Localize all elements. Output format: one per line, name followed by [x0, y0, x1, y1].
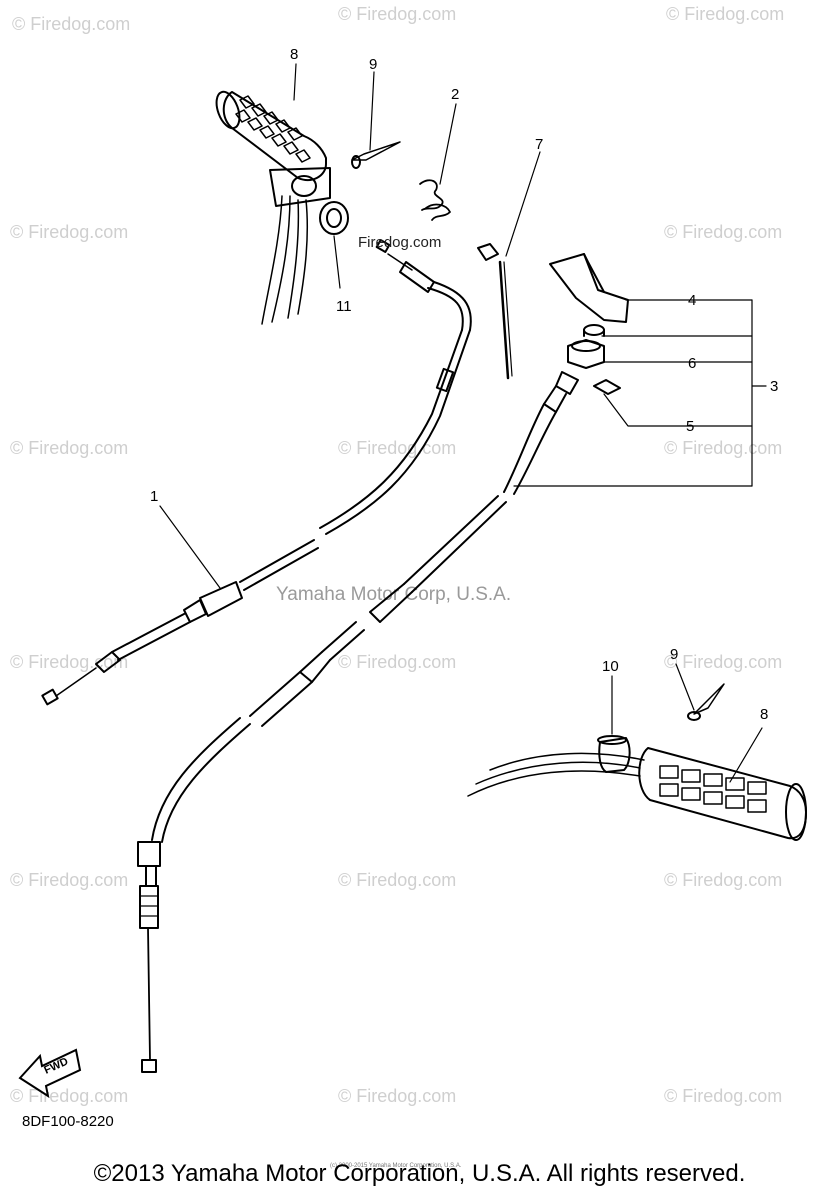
callout-1: 1: [150, 488, 159, 505]
watermark-firedog: © Firedog.com: [10, 222, 129, 242]
callout-10: 10: [602, 658, 619, 675]
callout-8-bottom: 8: [760, 706, 769, 723]
fwd-arrow-icon: FWD: [18, 1048, 82, 1099]
watermark-firedog-inline: Firedog.com: [358, 234, 442, 251]
watermark-firedog: © Firedog.com: [664, 1086, 783, 1106]
callout-11: 11: [336, 298, 352, 315]
watermark-firedog: © Firedog.com: [10, 438, 129, 458]
clip-2: [419, 179, 451, 221]
watermark-firedog: © Firedog.com: [338, 1086, 457, 1106]
collar-10: [597, 735, 631, 773]
watermark-firedog: © Firedog.com: [338, 652, 457, 672]
watermark-firedog: © Firedog.com: [664, 222, 783, 242]
nut-6: [567, 324, 605, 369]
watermark-firedog: © Firedog.com: [10, 870, 129, 890]
watermark-firedog: © Firedog.com: [338, 870, 457, 890]
watermark-yamaha: Yamaha Motor Corp, U.S.A.: [276, 584, 512, 605]
screw-bottom: [687, 683, 725, 721]
callout-7: 7: [535, 136, 544, 153]
callout-3: 3: [770, 378, 779, 395]
callout-2: 2: [451, 86, 460, 103]
watermark-firedog: © Firedog.com: [338, 4, 457, 24]
pin-5: [593, 379, 621, 395]
callout-9-top: 9: [369, 56, 378, 73]
callout-5: 5: [686, 418, 695, 435]
watermark-firedog: © Firedog.com: [664, 870, 783, 890]
watermark-firedog: © Firedog.com: [666, 4, 785, 24]
leader-lines: [159, 63, 767, 783]
cable-1: [41, 239, 472, 706]
bracket-4: [549, 253, 629, 323]
watermark-firedog: © Firedog.com: [664, 652, 783, 672]
collar-11: [319, 201, 349, 235]
watermark-firedog: © Firedog.com: [12, 14, 131, 34]
tiny-copyright: (c) 2000-2015 Yamaha Motor Corporation, …: [330, 1163, 462, 1169]
callout-4: 4: [688, 292, 697, 309]
watermark-firedog: © Firedog.com: [664, 438, 783, 458]
callout-9-bottom: 9: [670, 646, 679, 663]
cable-tie-7: [477, 243, 513, 380]
grip-bottom: [467, 747, 807, 841]
screw-top: [351, 141, 401, 169]
cable-3: [137, 371, 579, 1073]
copyright-footer: ©2013 Yamaha Motor Corporation, U.S.A. A…: [93, 1160, 746, 1187]
callout-6: 6: [688, 355, 697, 372]
throttle-grip-top: [215, 90, 331, 325]
part-number: 8DF100-8220: [22, 1113, 114, 1130]
callout-8-top: 8: [290, 46, 299, 63]
